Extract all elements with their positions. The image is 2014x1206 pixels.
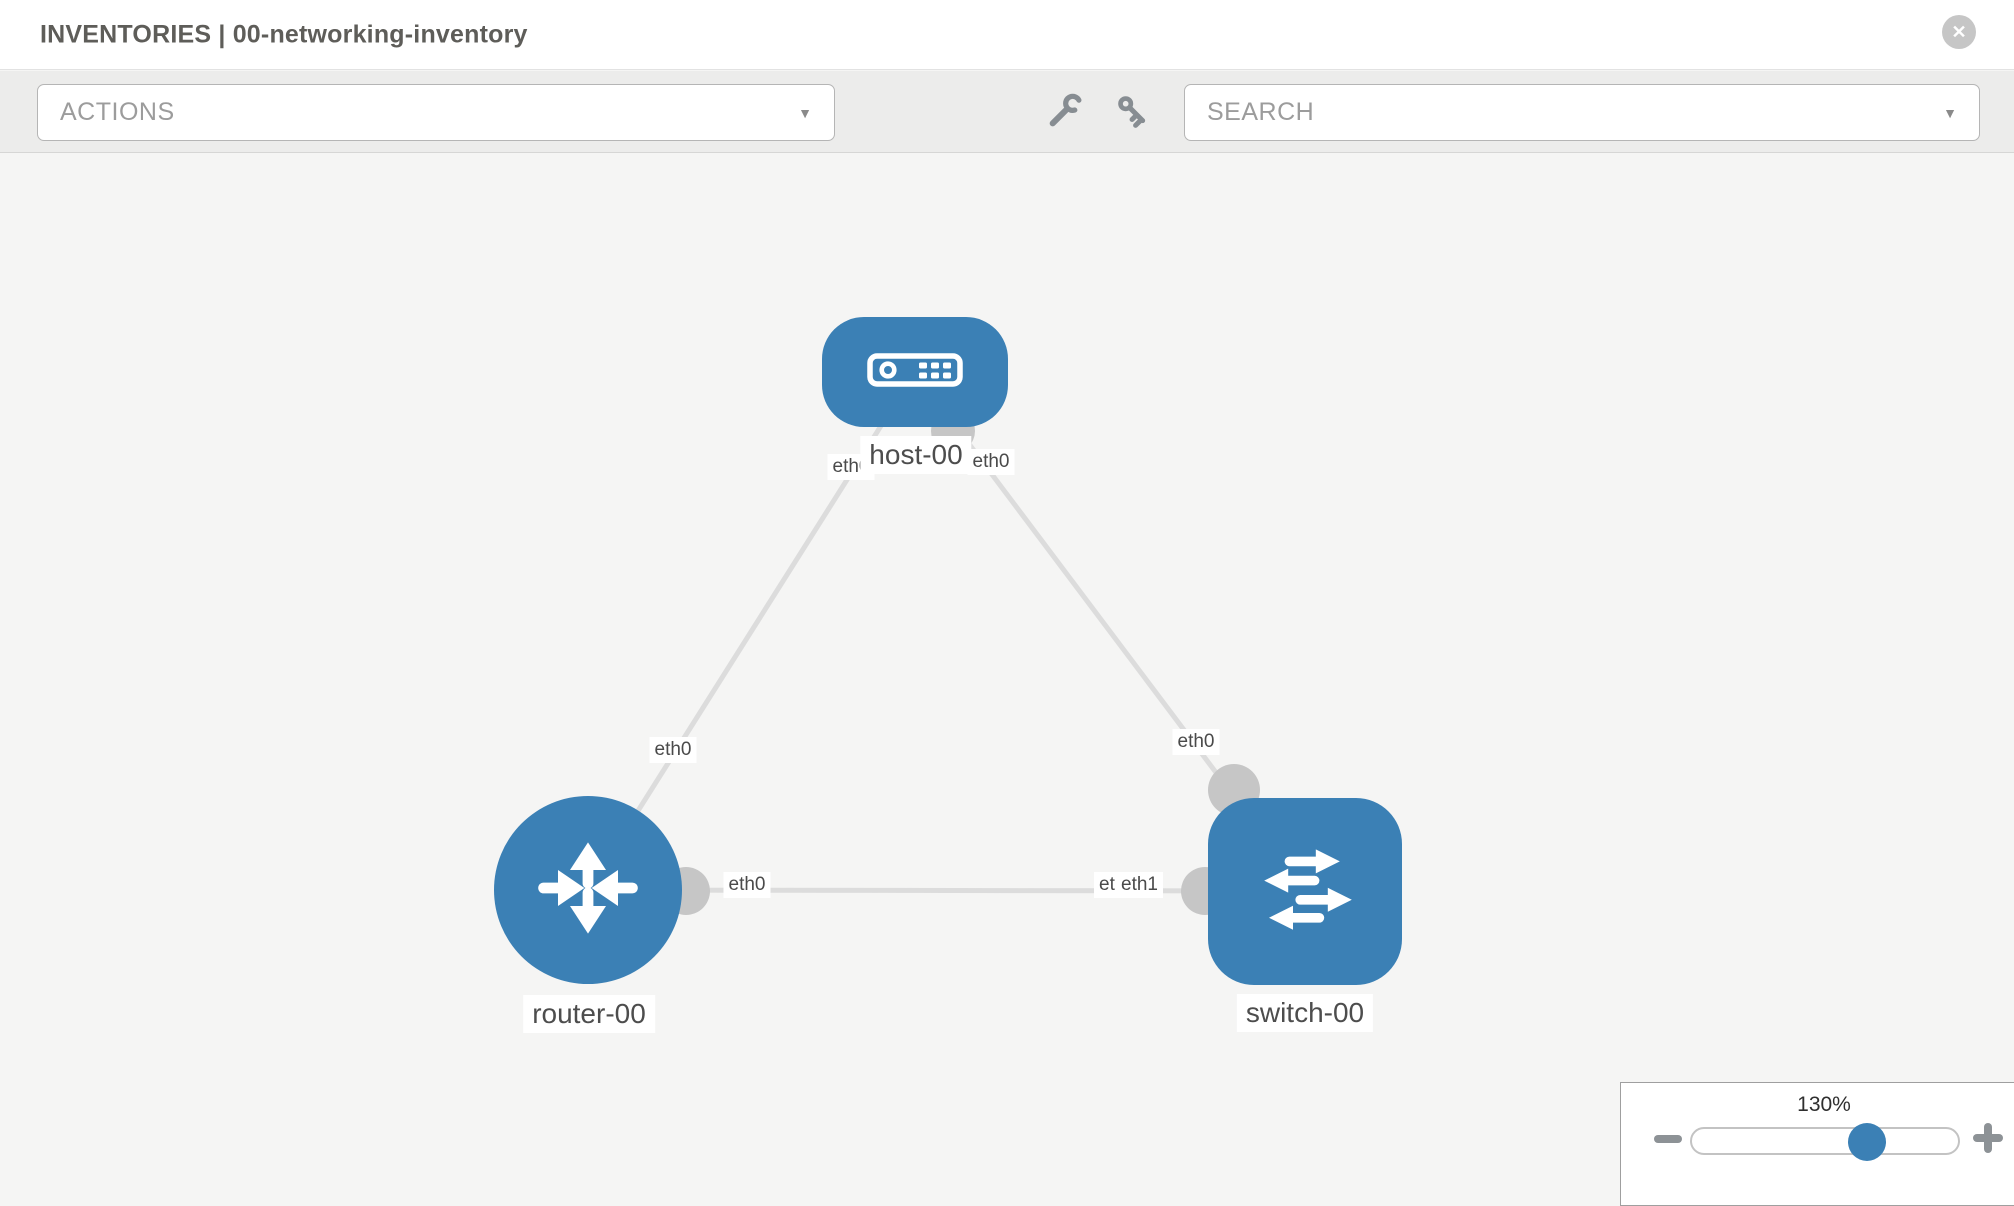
topology-canvas[interactable]: host-00 router-00 switch-00 eth0 eth0 et… <box>0 154 2014 1200</box>
node-label-host: host-00 <box>860 436 972 474</box>
key-icon <box>1113 91 1153 136</box>
toolbar: ACTIONS ▼ <box>0 71 2014 153</box>
chevron-down-icon: ▼ <box>798 104 812 121</box>
node-label-switch: switch-00 <box>1236 994 1374 1032</box>
server-icon <box>867 352 963 392</box>
router-icon <box>528 828 648 953</box>
search-dropdown[interactable]: SEARCH ▼ <box>1184 84 1980 141</box>
interface-label-switch-top: eth0 <box>1172 729 1220 755</box>
topology-links-layer <box>585 370 1307 915</box>
page-title: INVENTORIES | 00-networking-inventory <box>40 20 528 48</box>
zoom-level-value: 130% <box>1797 1093 1851 1116</box>
zoom-in-icon[interactable] <box>1973 1123 2003 1153</box>
zoom-slider-thumb[interactable] <box>1848 1123 1886 1161</box>
node-router[interactable] <box>494 796 682 984</box>
node-switch[interactable] <box>1208 798 1402 985</box>
header: INVENTORIES | 00-networking-inventory ✕ <box>0 0 2014 70</box>
node-host[interactable] <box>822 317 1008 427</box>
interface-label-router-top: eth0 <box>649 737 697 763</box>
chevron-down-icon: ▼ <box>1943 104 1957 121</box>
switch-icon <box>1243 829 1367 954</box>
close-icon: ✕ <box>1951 21 1967 42</box>
interface-label-switch-left: eth1 <box>1116 872 1163 898</box>
node-label-router: router-00 <box>523 995 655 1033</box>
interface-label-router-right: eth0 <box>723 872 771 898</box>
credentials-button[interactable] <box>1112 92 1154 134</box>
actions-dropdown-label: ACTIONS <box>60 98 175 126</box>
configure-button[interactable] <box>1044 92 1086 134</box>
zoom-control-panel: 130% <box>1620 1082 2014 1206</box>
zoom-slider[interactable] <box>1690 1123 1960 1161</box>
actions-dropdown[interactable]: ACTIONS ▼ <box>37 84 835 141</box>
zoom-out-icon[interactable] <box>1654 1135 1682 1143</box>
search-dropdown-label: SEARCH <box>1207 98 1315 126</box>
interface-label-host-right: eth0 <box>967 449 1015 475</box>
wrench-icon <box>1045 91 1085 136</box>
close-button[interactable]: ✕ <box>1942 15 1976 49</box>
